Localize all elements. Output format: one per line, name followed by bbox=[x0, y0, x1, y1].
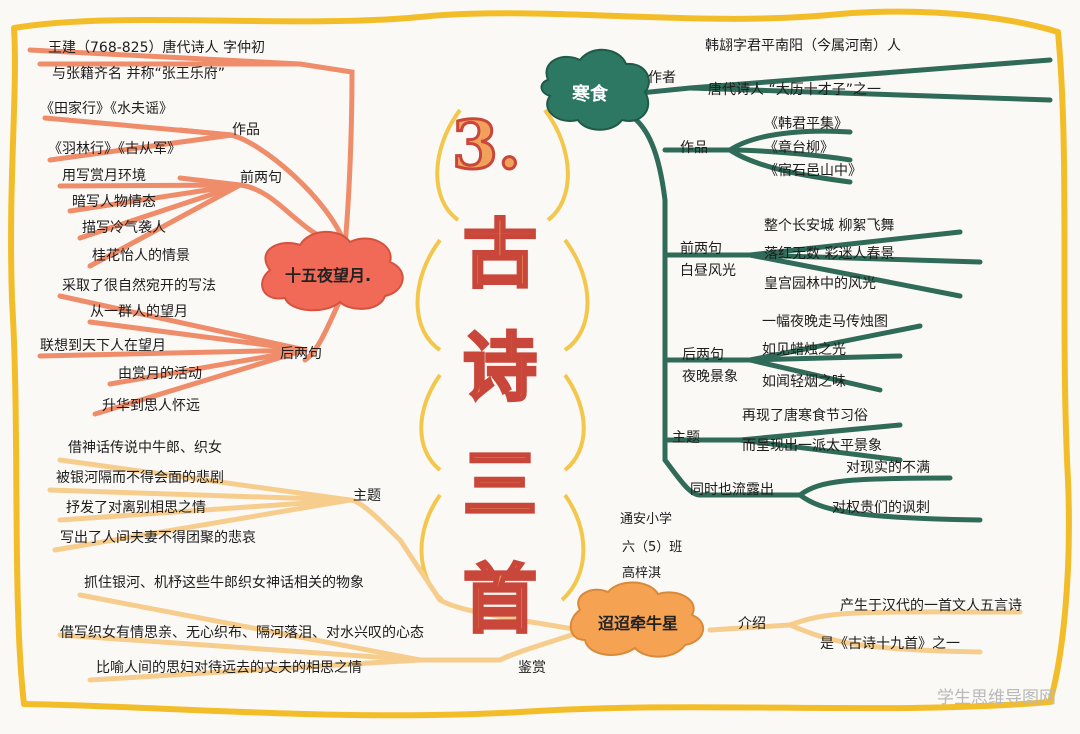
author-name: 高梓淇 bbox=[622, 566, 662, 581]
title-char-3: 三 bbox=[462, 442, 539, 528]
p3-theme-4: 写出了人间夫妻不得团聚的悲哀 bbox=[60, 530, 256, 546]
title-char-1: 古 bbox=[462, 212, 539, 298]
p2-back-1: 一幅夜晚走马传烛图 bbox=[762, 314, 888, 330]
title-char-4: 首 bbox=[462, 557, 539, 643]
p2-back-2: 如见蜡烛之光 bbox=[762, 342, 846, 358]
p1-back-3: 联想到天下人在望月 bbox=[40, 338, 166, 354]
p3-intro-2: 是《古诗十九首》之一 bbox=[820, 636, 960, 652]
p1-work-1: 《田家行》《水夫谣》 bbox=[40, 101, 173, 117]
p3-intro-label: 介绍 bbox=[738, 616, 766, 632]
p3-theme-3: 抒发了对离别相思之情 bbox=[66, 500, 206, 516]
p2-front-3: 皇宫园林中的风光 bbox=[764, 276, 876, 292]
p3-branches bbox=[47, 457, 1023, 683]
p1-work-2: 《羽林行》《古从军》 bbox=[48, 141, 181, 157]
p3-intro-1: 产生于汉代的一首文人五言诗 bbox=[840, 598, 1022, 614]
p1-back-5: 升华到思人怀远 bbox=[102, 398, 200, 414]
p1-front-label: 前两句 bbox=[240, 170, 282, 186]
p1-center: 十五夜望月. bbox=[285, 266, 372, 285]
p1-back-label: 后两句 bbox=[280, 346, 322, 362]
p3-appreciate-1: 抓住银河、机杼这些牛郎织女神话相关的物象 bbox=[84, 575, 364, 591]
cloud-p1 bbox=[261, 230, 404, 312]
p1-back-4: 由赏月的活动 bbox=[118, 366, 202, 382]
p3-theme-2: 被银河隔而不得会面的悲剧 bbox=[56, 470, 224, 486]
p2-theme-2: 而呈现出一派太平景象 bbox=[742, 438, 882, 454]
p2-works-label: 作品 bbox=[680, 140, 708, 156]
p2-author-1: 韩翃字君平南阳（今属河南）人 bbox=[705, 38, 901, 54]
p2-back-3: 如闻轻烟之味 bbox=[762, 374, 846, 390]
p1-author-line-2: 与张籍齐名 并称“张王乐府” bbox=[52, 66, 225, 82]
p2-theme-1: 再现了唐寒食节习俗 bbox=[742, 408, 868, 424]
title-decoration bbox=[415, 108, 590, 602]
p2-work-1: 《韩君平集》 bbox=[764, 116, 848, 132]
p2-front-1: 整个长安城 柳絮飞舞 bbox=[764, 218, 895, 234]
p2-also-2: 对权贵们的讽刺 bbox=[832, 500, 930, 516]
p1-front-2: 暗写人物情态 bbox=[72, 194, 156, 210]
cloud-p3 bbox=[569, 581, 704, 658]
p1-back-1: 采取了很自然宛开的写法 bbox=[62, 278, 216, 294]
p2-back-label: 后两句 夜晚景象 bbox=[682, 347, 738, 385]
title-number: 3. bbox=[451, 105, 523, 186]
p3-appreciate-3: 比喻人间的思妇对待远去的丈夫的相思之情 bbox=[96, 660, 362, 676]
p1-back-2: 从一群人的望月 bbox=[90, 304, 188, 320]
p2-also-1: 对现实的不满 bbox=[846, 460, 930, 476]
p2-author-2: 唐代诗人 “大历十才子”之一 bbox=[708, 82, 881, 98]
page-border bbox=[8, 8, 1072, 719]
p3-center: 迢迢牵牛星 bbox=[598, 614, 679, 633]
p1-author-line-1: 王建（768-825）唐代诗人 字仲初 bbox=[48, 40, 265, 56]
p3-theme-label: 主题 bbox=[353, 488, 381, 504]
p3-appreciate-label: 鉴赏 bbox=[518, 660, 546, 676]
p2-also-label: 同时也流露出 bbox=[690, 482, 774, 498]
cloud-p2 bbox=[540, 48, 650, 131]
p2-front-2: 落红无数 彩迷人春景 bbox=[764, 246, 895, 262]
p1-front-4: 桂花怡人的情景 bbox=[92, 248, 190, 264]
p3-theme-1: 借神话传说中牛郎、织女 bbox=[68, 440, 222, 456]
watermark: 学生思维导图网 bbox=[937, 688, 1056, 708]
p3-appreciate-2: 借写织女有情思亲、无心织布、隔河落泪、对水兴叹的心态 bbox=[60, 625, 424, 641]
p2-work-3: 《宿石邑山中》 bbox=[764, 163, 862, 179]
author-school: 通安小学 bbox=[620, 512, 673, 527]
p2-work-2: 《章台柳》 bbox=[764, 140, 834, 156]
title-char-2: 诗 bbox=[462, 325, 539, 411]
p1-front-1: 用写赏月环境 bbox=[62, 168, 146, 184]
p2-front-label: 前两句 白昼风光 bbox=[680, 241, 736, 279]
p1-front-3: 描写冷气袭人 bbox=[82, 220, 166, 236]
author-class: 六（5）班 bbox=[622, 540, 683, 555]
p2-center: 寒食 bbox=[572, 84, 608, 105]
p2-author-label: 作者 bbox=[648, 70, 676, 86]
p2-theme-label: 主题 bbox=[672, 430, 700, 446]
p1-works-label: 作品 bbox=[232, 122, 260, 138]
